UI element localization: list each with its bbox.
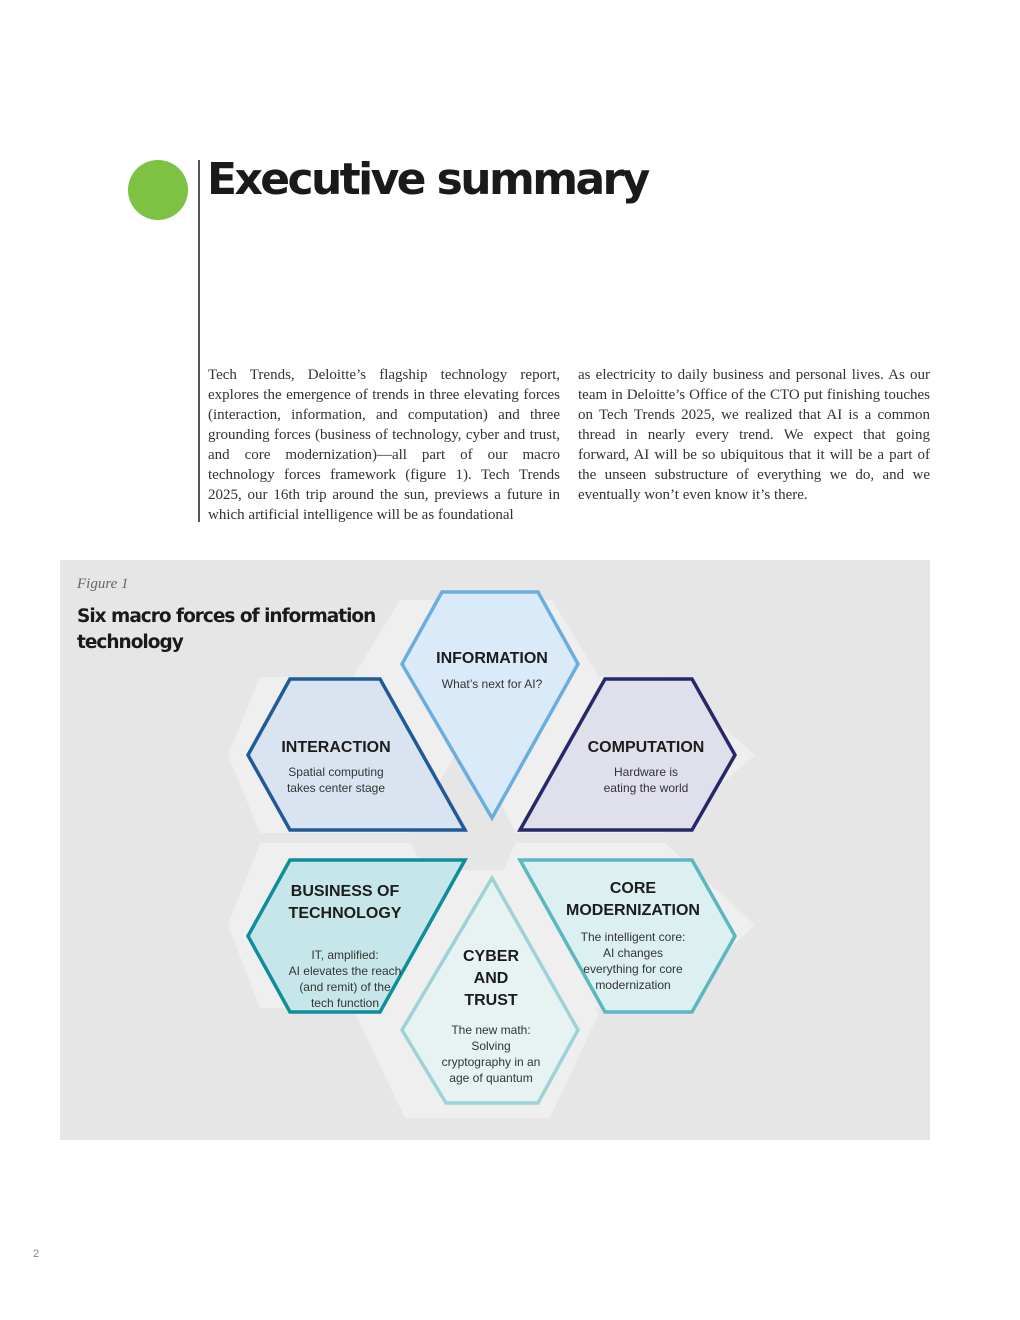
force-cyber-and-trust: CYBER AND TRUST The new math: Solving cryptog… xyxy=(399,874,581,1105)
force-title: CORE xyxy=(610,880,657,897)
force-shape xyxy=(517,858,738,1014)
green-circle-icon xyxy=(128,160,188,220)
force-title: TECHNOLOGY xyxy=(289,905,402,922)
force-description: Spatial computing xyxy=(288,765,383,779)
force-shape xyxy=(399,874,581,1105)
force-title: BUSINESS OF xyxy=(291,883,400,900)
force-description: What’s next for AI? xyxy=(442,677,543,691)
body-text-column-2: as electricity to daily business and per… xyxy=(578,367,930,503)
force-information: INFORMATION What’s next for AI? xyxy=(399,590,581,822)
force-title: INFORMATION xyxy=(436,650,548,667)
force-description: The intelligent core: xyxy=(581,930,686,944)
force-title: AND xyxy=(474,970,509,987)
force-title: TRUST xyxy=(464,992,518,1009)
force-shape xyxy=(517,677,738,832)
force-description: cryptography in an xyxy=(442,1055,541,1069)
force-computation: COMPUTATION Hardware is eating the world xyxy=(517,677,738,832)
figure-label: Figure 1 xyxy=(77,576,129,592)
force-description: eating the world xyxy=(604,781,689,795)
force-description: tech function xyxy=(311,996,379,1010)
force-description: takes center stage xyxy=(287,781,385,795)
force-description: IT, amplified: xyxy=(311,948,378,962)
force-description: age of quantum xyxy=(449,1071,532,1085)
force-description: Hardware is xyxy=(614,765,678,779)
force-description: everything for core xyxy=(583,962,683,976)
force-title: MODERNIZATION xyxy=(566,902,700,919)
force-description: AI elevates the reach xyxy=(289,964,402,978)
force-shape xyxy=(245,677,468,832)
page-number: 2 xyxy=(33,1248,40,1260)
force-description: Solving xyxy=(471,1039,510,1053)
page-title: Executive summary xyxy=(207,154,650,205)
force-core-modernization: CORE MODERNIZATION The intelligent core: AI… xyxy=(517,858,738,1014)
figure-title: Six macro forces of information technolo… xyxy=(77,606,376,653)
force-description: AI changes xyxy=(603,946,663,960)
divider-line xyxy=(198,160,200,522)
force-description: (and remit) of the xyxy=(299,980,391,994)
force-description: modernization xyxy=(595,978,670,992)
force-title: CYBER xyxy=(463,948,519,965)
body-text-column-1: Tech Trends, Deloitte’s flagship technol… xyxy=(208,367,560,523)
figure-panel: Figure 1 Six macro forces of information… xyxy=(60,560,930,1140)
force-shape xyxy=(399,590,581,822)
force-title: INTERACTION xyxy=(281,739,390,756)
force-description: The new math: xyxy=(451,1023,530,1037)
force-shape xyxy=(246,858,468,1014)
force-interaction: INTERACTION Spatial computing takes center… xyxy=(245,677,468,832)
force-business-of-technology: BUSINESS OF TECHNOLOGY IT, amplified: AI el… xyxy=(246,858,468,1014)
force-title: COMPUTATION xyxy=(588,739,705,756)
